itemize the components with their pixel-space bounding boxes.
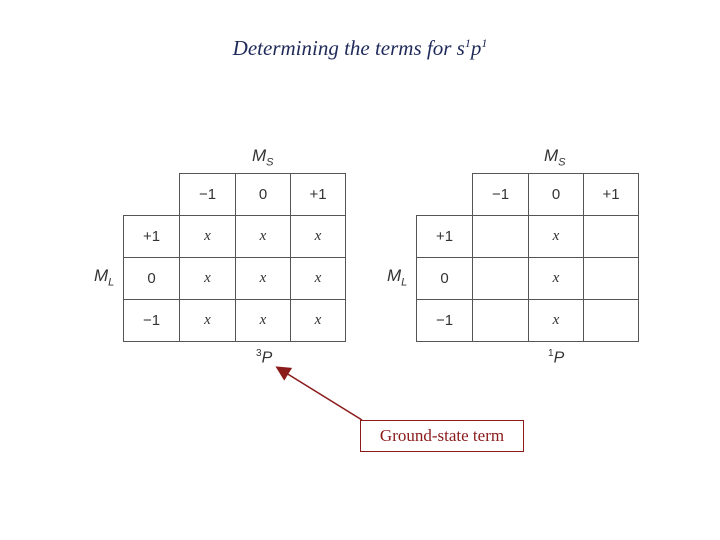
- right-cell: [583, 257, 639, 300]
- left-term-letter: P: [261, 349, 273, 367]
- arrow-line: [275, 366, 363, 421]
- left-cell: x: [235, 215, 291, 258]
- title-p: p: [470, 36, 482, 60]
- right-term-label: 1P: [548, 348, 564, 367]
- left-table-row: +1 x x x: [123, 215, 346, 258]
- right-ml-label: ML: [387, 266, 407, 288]
- right-row-header: 0: [416, 257, 473, 300]
- left-col-header: +1: [290, 173, 346, 216]
- right-cell: [583, 215, 639, 258]
- left-table-row: −1 x x x: [123, 299, 346, 342]
- left-ms-sub: S: [266, 156, 274, 169]
- left-cell: x: [179, 215, 236, 258]
- left-header-row: −1 0 +1: [124, 173, 346, 216]
- left-ms-letter: M: [252, 146, 267, 165]
- title-sup-p: 1: [481, 36, 488, 50]
- right-col-header: +1: [583, 173, 639, 216]
- callout-text: Ground-state term: [379, 426, 505, 445]
- left-cell: x: [290, 215, 346, 258]
- right-term-letter: P: [553, 349, 565, 367]
- right-cell: [472, 257, 529, 300]
- left-ml-letter: M: [94, 266, 109, 285]
- left-cell: x: [290, 299, 346, 342]
- left-col-header: 0: [235, 173, 291, 216]
- left-row-header: +1: [123, 215, 180, 258]
- left-cell: x: [235, 299, 291, 342]
- left-col-header: −1: [179, 173, 236, 216]
- left-ml-sub: L: [108, 276, 115, 289]
- right-table-row: +1 x: [416, 215, 639, 258]
- right-row-header: −1: [416, 299, 473, 342]
- left-term-table: −1 0 +1 +1 x x x 0 x x x −1 x x x: [123, 173, 346, 342]
- right-term-table: −1 0 +1 +1 x 0 x −1 x: [416, 173, 639, 342]
- right-cell: x: [528, 299, 584, 342]
- right-ms-letter: M: [544, 146, 559, 165]
- right-cell: [472, 299, 529, 342]
- title-text: Determining the terms for s: [232, 36, 465, 60]
- right-table-row: −1 x: [416, 299, 639, 342]
- left-corner: [124, 174, 180, 216]
- left-cell: x: [290, 257, 346, 300]
- left-row-header: −1: [123, 299, 180, 342]
- right-ml-sub: L: [401, 276, 408, 289]
- left-cell: x: [235, 257, 291, 300]
- right-cell: x: [528, 257, 584, 300]
- right-ms-sub: S: [558, 156, 566, 169]
- right-row-header: +1: [416, 215, 473, 258]
- right-col-header: −1: [472, 173, 529, 216]
- right-header-row: −1 0 +1: [417, 173, 639, 216]
- right-ml-letter: M: [387, 266, 402, 285]
- left-cell: x: [179, 257, 236, 300]
- title-sup-s: 1: [464, 36, 471, 50]
- left-ms-label: MS: [252, 146, 274, 168]
- left-table-row: 0 x x x: [123, 257, 346, 300]
- right-term-multiplicity: 1: [548, 348, 554, 359]
- left-term-multiplicity: 3: [256, 348, 262, 359]
- right-col-header: 0: [528, 173, 584, 216]
- left-term-label: 3P: [256, 348, 272, 367]
- right-cell: [472, 215, 529, 258]
- right-cell: x: [528, 215, 584, 258]
- right-corner: [417, 174, 473, 216]
- ground-state-callout: Ground-state term: [360, 420, 524, 452]
- slide-title: Determining the terms for s1p1: [0, 36, 720, 61]
- left-row-header: 0: [123, 257, 180, 300]
- right-cell: [583, 299, 639, 342]
- left-ml-label: ML: [94, 266, 114, 288]
- right-table-row: 0 x: [416, 257, 639, 300]
- left-cell: x: [179, 299, 236, 342]
- right-ms-label: MS: [544, 146, 566, 168]
